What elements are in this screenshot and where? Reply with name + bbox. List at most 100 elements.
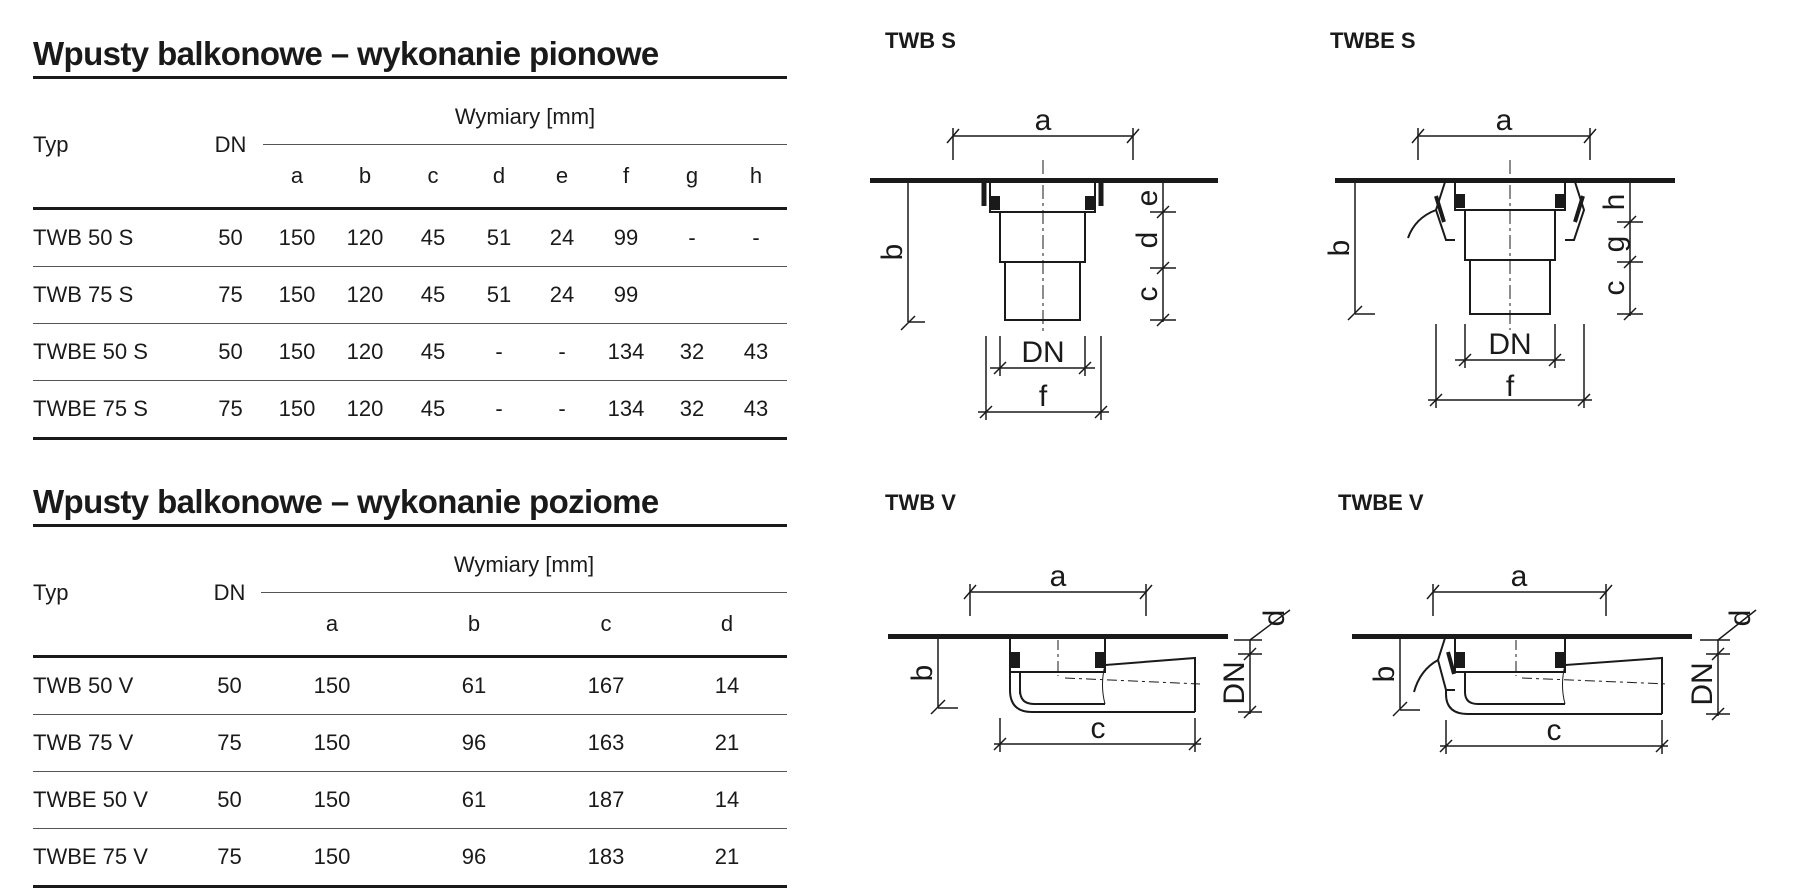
- table-row: TWB 75 S 75 150 120 45 51 24 99: [33, 266, 787, 324]
- dim-label: DN: [1488, 328, 1531, 361]
- table-row: TWB 50 S 50 150 120 45 51 24 99 - -: [33, 208, 787, 267]
- cell-e: -: [531, 380, 593, 440]
- cell-d: -: [467, 323, 531, 381]
- cell-d: 14: [667, 771, 787, 829]
- col-header-typ: Typ: [33, 530, 198, 658]
- cell-dn: 75: [198, 828, 261, 888]
- cell-typ: TWBE 75 S: [33, 380, 198, 440]
- cell-b: 120: [331, 323, 399, 381]
- col-header-dim: b: [331, 144, 399, 210]
- cell-b: 61: [403, 656, 545, 715]
- dim-label: b: [906, 665, 939, 682]
- dim-label: a: [1511, 560, 1528, 593]
- cell-dn: 75: [198, 266, 263, 324]
- cell-d: 51: [467, 208, 531, 267]
- cell-b: 61: [403, 771, 545, 829]
- drawing-twb-s: [870, 128, 1218, 420]
- table-row: TWB 50 V 50 150 61 167 14: [33, 656, 787, 715]
- dim-label: c: [1091, 712, 1106, 745]
- cell-dn: 50: [198, 656, 261, 715]
- cell-c: 45: [399, 380, 467, 440]
- cell-typ: TWB 75 V: [33, 714, 198, 772]
- cell-b: 120: [331, 208, 399, 267]
- cell-h: -: [725, 208, 787, 267]
- cell-a: 150: [261, 656, 403, 715]
- cell-g: -: [659, 208, 725, 267]
- col-header-dim: g: [659, 144, 725, 210]
- table-row: TWBE 75 V 75 150 96 183 21: [33, 828, 787, 888]
- dim-label: a: [1050, 560, 1067, 593]
- dim-label: b: [876, 244, 909, 261]
- col-header-dim: h: [725, 144, 787, 210]
- col-group-dimensions: Wymiary [mm]: [263, 82, 787, 145]
- cell-d: 21: [667, 714, 787, 772]
- cell-b: 120: [331, 266, 399, 324]
- drawing-twbe-s: [1335, 128, 1675, 408]
- col-header-dim: b: [403, 592, 545, 658]
- cell-f: 134: [593, 380, 659, 440]
- cell-c: 45: [399, 323, 467, 381]
- cell-e: 24: [531, 208, 593, 267]
- cell-e: -: [531, 323, 593, 381]
- col-header-dim: a: [261, 592, 403, 658]
- cell-g: [659, 266, 725, 324]
- table-row: TWBE 50 S 50 150 120 45 - - 134 32 43: [33, 323, 787, 381]
- dim-label: DN: [1021, 336, 1064, 369]
- cell-c: 45: [399, 208, 467, 267]
- cell-dn: 50: [198, 208, 263, 267]
- dim-label: c: [1598, 281, 1631, 296]
- vertical-section-title: Wpusty balkonowe – wykonanie pionowe: [33, 34, 787, 79]
- dim-label: g: [1598, 236, 1631, 253]
- col-header-dim: f: [593, 144, 659, 210]
- cell-c: 163: [545, 714, 667, 772]
- cell-c: 183: [545, 828, 667, 888]
- diagram-label-twbe-v: TWBE V: [1338, 490, 1424, 515]
- table-row: TWBE 50 V 50 150 61 187 14: [33, 771, 787, 829]
- col-group-dimensions: Wymiary [mm]: [261, 530, 787, 593]
- cell-f: 99: [593, 266, 659, 324]
- cell-h: [725, 266, 787, 324]
- dim-label: c: [1547, 714, 1562, 747]
- dim-label: a: [1496, 104, 1513, 137]
- cell-b: 96: [403, 714, 545, 772]
- cell-f: 134: [593, 323, 659, 381]
- cell-typ: TWB 50 V: [33, 656, 198, 715]
- col-header-dim: d: [667, 592, 787, 658]
- col-header-dim: c: [545, 592, 667, 658]
- drawing-twb-v: [888, 584, 1291, 752]
- cell-g: 32: [659, 380, 725, 440]
- col-header-dim: a: [263, 144, 331, 210]
- cell-dn: 75: [198, 714, 261, 772]
- cell-a: 150: [263, 380, 331, 440]
- dim-label: c: [1131, 287, 1164, 302]
- cell-b: 120: [331, 380, 399, 440]
- dim-label: e: [1131, 190, 1164, 207]
- cell-a: 150: [263, 323, 331, 381]
- cell-d: 51: [467, 266, 531, 324]
- cell-b: 96: [403, 828, 545, 888]
- diagram-label-twb-v: TWB V: [885, 490, 956, 515]
- cell-a: 150: [261, 828, 403, 888]
- table-row: TWBE 75 S 75 150 120 45 - - 134 32 43: [33, 380, 787, 440]
- cell-a: 150: [261, 714, 403, 772]
- cell-a: 150: [261, 771, 403, 829]
- dim-label: DN: [1686, 662, 1719, 705]
- cell-h: 43: [725, 323, 787, 381]
- dim-label: a: [1035, 104, 1052, 137]
- cell-f: 99: [593, 208, 659, 267]
- cell-e: 24: [531, 266, 593, 324]
- vertical-dimensions-table: Typ DN Wymiary [mm] a b c d e f g h TWB …: [33, 82, 787, 440]
- cell-dn: 50: [198, 323, 263, 381]
- diagram-label-twbe-s: TWBE S: [1330, 28, 1416, 53]
- cell-h: 43: [725, 380, 787, 440]
- cell-typ: TWBE 50 S: [33, 323, 198, 381]
- dim-label: f: [1039, 380, 1048, 413]
- cell-d: 21: [667, 828, 787, 888]
- col-header-dim: e: [531, 144, 593, 210]
- dim-label: h: [1598, 194, 1631, 211]
- cell-d: 14: [667, 656, 787, 715]
- cell-typ: TWB 75 S: [33, 266, 198, 324]
- dim-label: DN: [1218, 661, 1251, 704]
- cell-dn: 75: [198, 380, 263, 440]
